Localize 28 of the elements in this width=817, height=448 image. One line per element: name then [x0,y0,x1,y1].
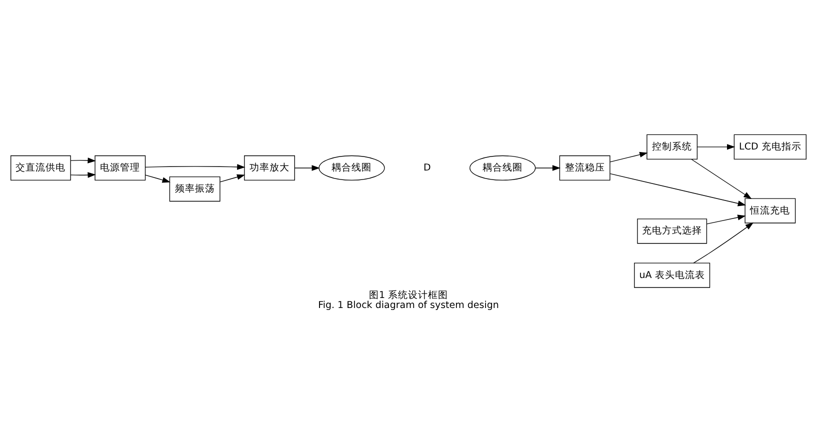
arrow [294,165,320,171]
arrow [610,152,648,162]
node-box: 频率振荡 [169,176,220,202]
diagram-title: 图1 系统设计框图 [368,290,448,301]
arrow [535,165,561,171]
caption: Fig. 1 Block diagram of system design [318,300,499,311]
node-box: 整流稳压 [559,155,610,181]
node-box: uA 表头电流表 [634,262,710,288]
arrow [70,172,96,178]
arrow [70,158,96,164]
node-box: 交直流供电 [10,155,71,181]
node-ellipse: 耦合线圈 [318,155,385,181]
arrow [693,222,754,264]
node-box: 功率放大 [244,155,295,181]
node-box: LCD 充电指示 [734,134,806,160]
arrow [706,214,746,224]
arrow [220,174,246,182]
arrow [691,158,752,200]
label: D [424,162,431,174]
node-box: 控制系统 [646,134,698,160]
node-box: 充电方式选择 [637,218,708,244]
arrow [610,173,746,206]
node-box: 电源管理 [94,155,146,181]
arrow [697,144,736,150]
node-ellipse: 耦合线圈 [470,155,536,181]
arrow [145,174,170,183]
arrow [145,164,246,170]
node-box: 恒流充电 [744,198,796,224]
